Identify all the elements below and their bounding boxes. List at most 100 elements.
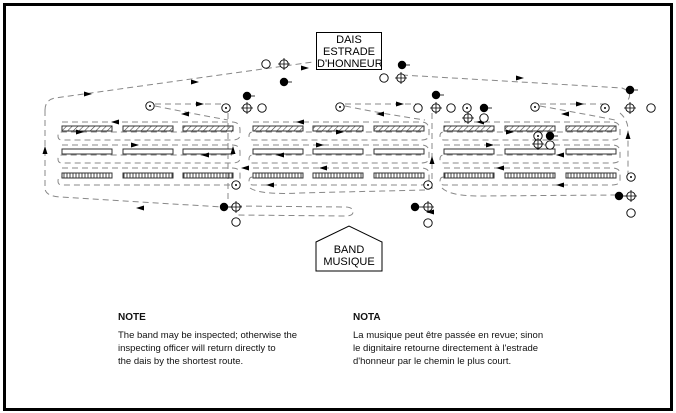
crosshair-lines (241, 102, 253, 114)
open-circle (231, 217, 241, 227)
note-english: NOTE The band may be inspected; otherwis… (118, 311, 328, 368)
rear-rank-block (373, 172, 425, 179)
direction-arrow (556, 152, 564, 158)
band-label-line: BAND (333, 244, 365, 256)
crosshair-lines (625, 190, 637, 202)
note-heading: NOTA (353, 312, 381, 323)
rear-rank-block (122, 172, 174, 179)
direction-arrow (336, 129, 344, 135)
front-rank-block (443, 125, 495, 132)
dais-label-line: D'HONNEUR (317, 58, 383, 70)
direction-arrow (196, 101, 204, 107)
open-circle (379, 73, 389, 83)
note-french: NOTA La musique peut être passée en revu… (353, 311, 593, 368)
officer-filled-circle (219, 202, 229, 212)
officer-filled-circle (397, 60, 407, 70)
open-circle (545, 140, 555, 150)
crosshair-lines (430, 102, 442, 114)
centre-rank-block (252, 148, 304, 155)
officer-filled-circle (614, 191, 624, 201)
route-path (235, 205, 354, 217)
crosshair-lines (532, 138, 544, 150)
direction-arrow (136, 205, 144, 211)
route-path (401, 74, 630, 101)
centre-rank-block (565, 148, 617, 155)
direction-arrow (296, 119, 304, 125)
centre-rank-block (61, 148, 113, 155)
open-circle (446, 103, 456, 113)
open-circle (257, 103, 267, 113)
centre-dot (534, 106, 536, 108)
direction-arrow (276, 152, 284, 158)
crosshair-lines (278, 58, 290, 70)
centre-dot (427, 184, 429, 186)
inspection-route-segment (248, 121, 430, 186)
direction-arrow (131, 142, 139, 148)
direction-arrow (111, 119, 119, 125)
rear-rank-block (504, 172, 556, 179)
centre-rank-block (373, 148, 425, 155)
open-circle (413, 103, 423, 113)
band-label: BAND MUSIQUE (316, 244, 382, 268)
front-rank-block (565, 125, 617, 132)
centre-dot (339, 106, 341, 108)
officer-filled-circle (625, 85, 635, 95)
note-body: The band may be inspected; otherwise the… (118, 330, 298, 367)
rear-rank-block (252, 172, 304, 179)
route-path (441, 187, 616, 197)
band-house-outline (315, 225, 383, 272)
front-rank-block (182, 125, 234, 132)
dais-label: DAIS ESTRADE D'HONNEUR (316, 32, 383, 70)
open-circle (646, 103, 656, 113)
officer-filled-circle (431, 90, 441, 100)
route-path (44, 61, 314, 111)
centre-dot (537, 135, 539, 137)
direction-arrow (316, 142, 324, 148)
direction-arrow (319, 165, 327, 171)
note-body: La musique peut être passée en revue; si… (353, 330, 544, 367)
direction-arrow (429, 156, 435, 164)
centre-dot (149, 105, 151, 107)
direction-arrow (516, 75, 524, 81)
crosshair-lines (422, 201, 434, 213)
officer-filled-circle (479, 103, 489, 113)
direction-arrow (396, 101, 404, 107)
front-rank-block (373, 125, 425, 132)
centre-dot (604, 107, 606, 109)
rear-rank-block (312, 172, 364, 179)
direction-arrow (556, 182, 564, 188)
centre-rank-block (443, 148, 495, 155)
route-path (344, 105, 426, 121)
rear-rank-block (565, 172, 617, 179)
direction-arrow (426, 209, 434, 215)
officer-filled-circle (279, 77, 289, 87)
crosshair-lines (624, 102, 636, 114)
officer-filled-circle (545, 131, 555, 141)
route-path (154, 105, 229, 121)
crosshair-lines (462, 112, 474, 124)
route-path (619, 112, 629, 180)
crosshair-lines (230, 201, 242, 213)
centre-rank-block (122, 148, 174, 155)
rear-rank-block (443, 172, 495, 179)
direction-arrow (241, 165, 249, 171)
route-path (44, 110, 223, 208)
officer-filled-circle (242, 91, 252, 101)
centre-rank-block (504, 148, 556, 155)
direction-arrow (191, 79, 199, 85)
centre-dot (225, 107, 227, 109)
open-circle (626, 208, 636, 218)
direction-arrow (42, 146, 48, 154)
direction-arrow (301, 65, 309, 71)
rear-rank-block (61, 172, 113, 179)
front-rank-block (504, 125, 556, 132)
direction-arrow (266, 182, 274, 188)
centre-dot (630, 176, 632, 178)
direction-arrow (84, 91, 92, 97)
direction-arrow (625, 131, 631, 139)
direction-arrow (506, 129, 514, 135)
route-path (249, 187, 426, 194)
direction-arrow (496, 165, 504, 171)
inspection-route-segment (57, 121, 241, 186)
open-circle (261, 59, 271, 69)
